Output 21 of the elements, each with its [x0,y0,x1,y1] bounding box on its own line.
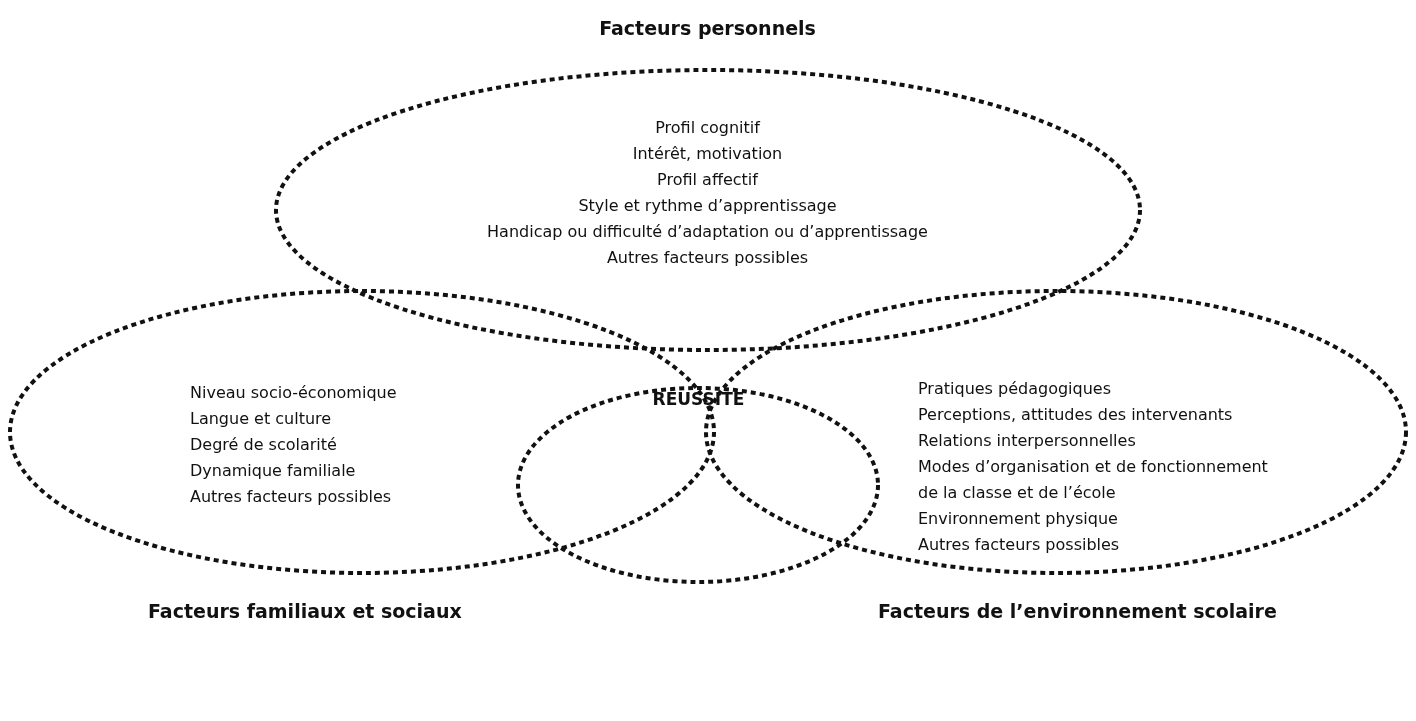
factor-text: Environnement physique [918,508,1118,530]
factor-text: Style et rythme d’apprentissage [578,195,837,217]
center-label: RÉUSSITE [652,389,745,409]
group-heading: Facteurs de l’environnement scolaire [878,600,1277,622]
factor-text: Intérêt, motivation [632,143,783,165]
factor-text: Modes d’organisation et de fonctionnement de la classe et de l’école [918,456,1269,504]
factor-text: Perceptions, attitudes des intervenants [918,404,1233,426]
factor-text: Degré de scolarité [190,434,337,456]
factor-text: Pratiques pédagogiques [918,378,1111,400]
factor-text: Niveau socio-économique [190,382,397,404]
factor-text: Langue et culture [190,408,332,430]
factor-text: Autres facteurs possibles [190,486,392,508]
factor-text: Relations interpersonnelles [918,430,1136,452]
factor-text: Dynamique familiale [190,460,356,482]
group-heading: Facteurs personnels [599,17,816,39]
factor-text: Profil cognitif [655,117,760,139]
factor-text: Autres facteurs possibles [606,247,809,269]
factor-text: Handicap ou difficulté d’adaptation ou d’apprentissage [487,221,928,243]
factor-text: Profil affectif [657,169,758,191]
factor-text: Autres facteurs possibles [918,534,1120,556]
group-heading: Facteurs familiaux et sociaux [148,600,462,622]
